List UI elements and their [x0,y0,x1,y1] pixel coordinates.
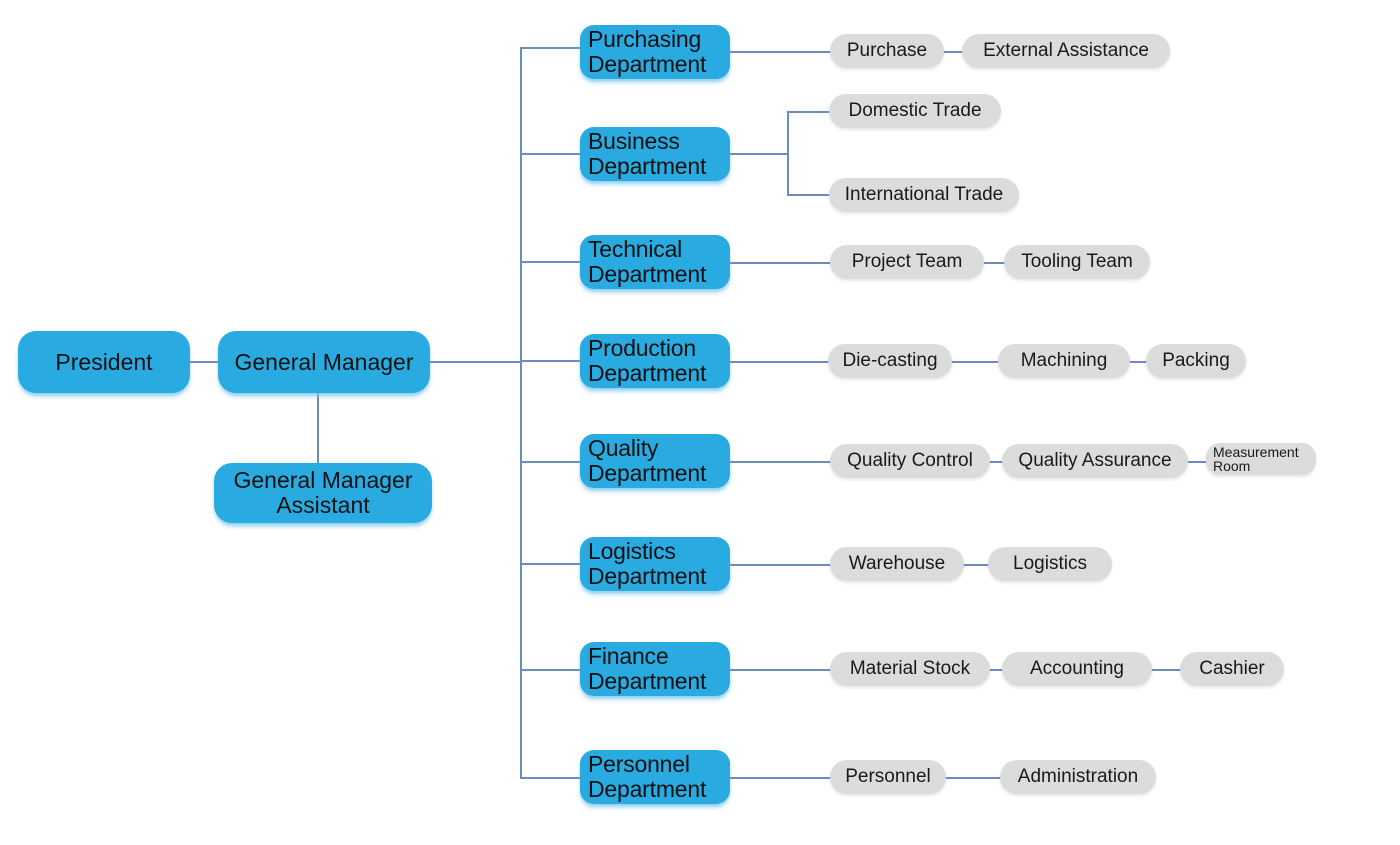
node-department-personnel[interactable]: Personnel Department [580,750,730,804]
connector-project-team-to-tooling-team [984,262,1006,264]
connector-trunk-to-logistics [520,563,582,565]
connector-business-split-vertical [787,111,789,195]
node-sub-die-casting[interactable]: Die-casting [828,344,952,378]
connector-general-manager-to-trunk [430,361,522,363]
node-department-production[interactable]: Production Department [580,334,730,388]
connector-department-trunk [520,48,522,779]
connector-general-manager-to-assistant [317,392,319,464]
node-sub-project-team[interactable]: Project Team [830,245,984,279]
connector-quality-assurance-to-measurement-room [1188,461,1208,463]
node-president-label: President [55,348,153,375]
connector-trunk-to-technical [520,261,582,263]
node-sub-international-trade-label: International Trade [844,183,1004,205]
node-department-quality-label: Quality Department [588,435,707,486]
node-sub-warehouse[interactable]: Warehouse [830,547,964,581]
connector-business-to-split [728,153,788,155]
node-sub-domestic-trade[interactable]: Domestic Trade [829,94,1001,128]
node-department-production-label: Production Department [588,335,707,386]
node-sub-logistics-team[interactable]: Logistics [988,547,1112,581]
connector-personnel-to-personnel-team [728,777,832,779]
connector-trunk-to-production [520,360,582,362]
connector-business-to-international-trade [787,194,831,196]
node-general-manager-assistant[interactable]: General Manager Assistant [214,463,432,523]
node-department-technical-label: Technical Department [588,236,707,287]
node-sub-quality-assurance[interactable]: Quality Assurance [1002,444,1188,478]
node-sub-logistics-team-label: Logistics [1013,552,1087,574]
node-sub-purchase-label: Purchase [846,39,928,61]
node-sub-external-assistance-label: External Assistance [983,39,1149,61]
node-sub-quality-control[interactable]: Quality Control [830,444,990,478]
node-sub-material-stock[interactable]: Material Stock [830,652,990,686]
connector-trunk-to-business [520,153,582,155]
connector-business-to-domestic-trade [787,111,831,113]
node-sub-warehouse-label: Warehouse [848,552,946,574]
node-sub-purchase[interactable]: Purchase [830,34,944,68]
connector-trunk-to-personnel [520,777,582,779]
connector-machining-to-packing [1128,361,1148,363]
connector-warehouse-to-logistics-team [962,564,990,566]
connector-quality-to-quality-control [728,461,832,463]
node-sub-administration-label: Administration [1017,765,1139,787]
node-sub-administration[interactable]: Administration [1000,760,1156,794]
node-sub-tooling-team-label: Tooling Team [1021,250,1133,272]
node-sub-machining-label: Machining [1020,349,1108,371]
node-sub-measurement-room[interactable]: Measurement Room [1206,443,1316,475]
node-department-finance-label: Finance Department [588,643,707,694]
connector-trunk-to-quality [520,461,582,463]
connector-material-stock-to-accounting [988,669,1004,671]
node-general-manager[interactable]: General Manager [218,331,430,393]
connector-finance-to-material-stock [728,669,832,671]
node-sub-quality-assurance-label: Quality Assurance [1018,449,1172,471]
node-sub-domestic-trade-label: Domestic Trade [848,99,982,121]
node-general-manager-assistant-label: General Manager Assistant [233,467,413,518]
node-sub-accounting[interactable]: Accounting [1002,652,1152,686]
node-sub-die-casting-label: Die-casting [842,349,938,371]
node-department-logistics[interactable]: Logistics Department [580,537,730,591]
connector-purchasing-to-purchase [728,51,833,53]
node-sub-quality-control-label: Quality Control [847,449,973,471]
connector-die-casting-to-machining [950,361,1000,363]
node-sub-material-stock-label: Material Stock [849,657,971,679]
node-sub-external-assistance[interactable]: External Assistance [962,34,1170,68]
node-sub-cashier-label: Cashier [1199,657,1265,679]
connector-production-to-die-casting [728,361,832,363]
node-sub-packing[interactable]: Packing [1146,344,1246,378]
node-department-business[interactable]: Business Department [580,127,730,181]
node-department-personnel-label: Personnel Department [588,751,707,802]
node-general-manager-label: General Manager [234,348,414,375]
node-sub-accounting-label: Accounting [1029,657,1124,679]
connector-quality-control-to-quality-assurance [988,461,1004,463]
connector-president-to-general-manager [190,361,218,363]
node-sub-measurement-room-label: Measurement Room [1213,443,1299,474]
node-sub-tooling-team[interactable]: Tooling Team [1004,245,1150,279]
connector-logistics-to-warehouse [728,564,832,566]
node-department-purchasing-label: Purchasing Department [588,26,707,77]
node-department-quality[interactable]: Quality Department [580,434,730,488]
connector-accounting-to-cashier [1150,669,1182,671]
node-sub-machining[interactable]: Machining [998,344,1130,378]
connector-trunk-to-finance [520,669,582,671]
connector-personnel-team-to-administration [944,777,1002,779]
node-sub-packing-label: Packing [1162,349,1230,371]
node-sub-project-team-label: Project Team [851,250,963,272]
node-sub-international-trade[interactable]: International Trade [829,178,1019,212]
node-sub-personnel-team[interactable]: Personnel [830,760,946,794]
connector-technical-to-project-team [728,262,832,264]
node-president[interactable]: President [18,331,190,393]
node-department-purchasing[interactable]: Purchasing Department [580,25,730,79]
node-department-finance[interactable]: Finance Department [580,642,730,696]
node-department-technical[interactable]: Technical Department [580,235,730,289]
connector-trunk-to-purchasing [520,47,582,49]
node-department-logistics-label: Logistics Department [588,538,707,589]
node-department-business-label: Business Department [588,128,707,179]
node-sub-personnel-team-label: Personnel [845,765,931,787]
connector-purchase-to-external-assistance [942,51,964,53]
node-sub-cashier[interactable]: Cashier [1180,652,1284,686]
